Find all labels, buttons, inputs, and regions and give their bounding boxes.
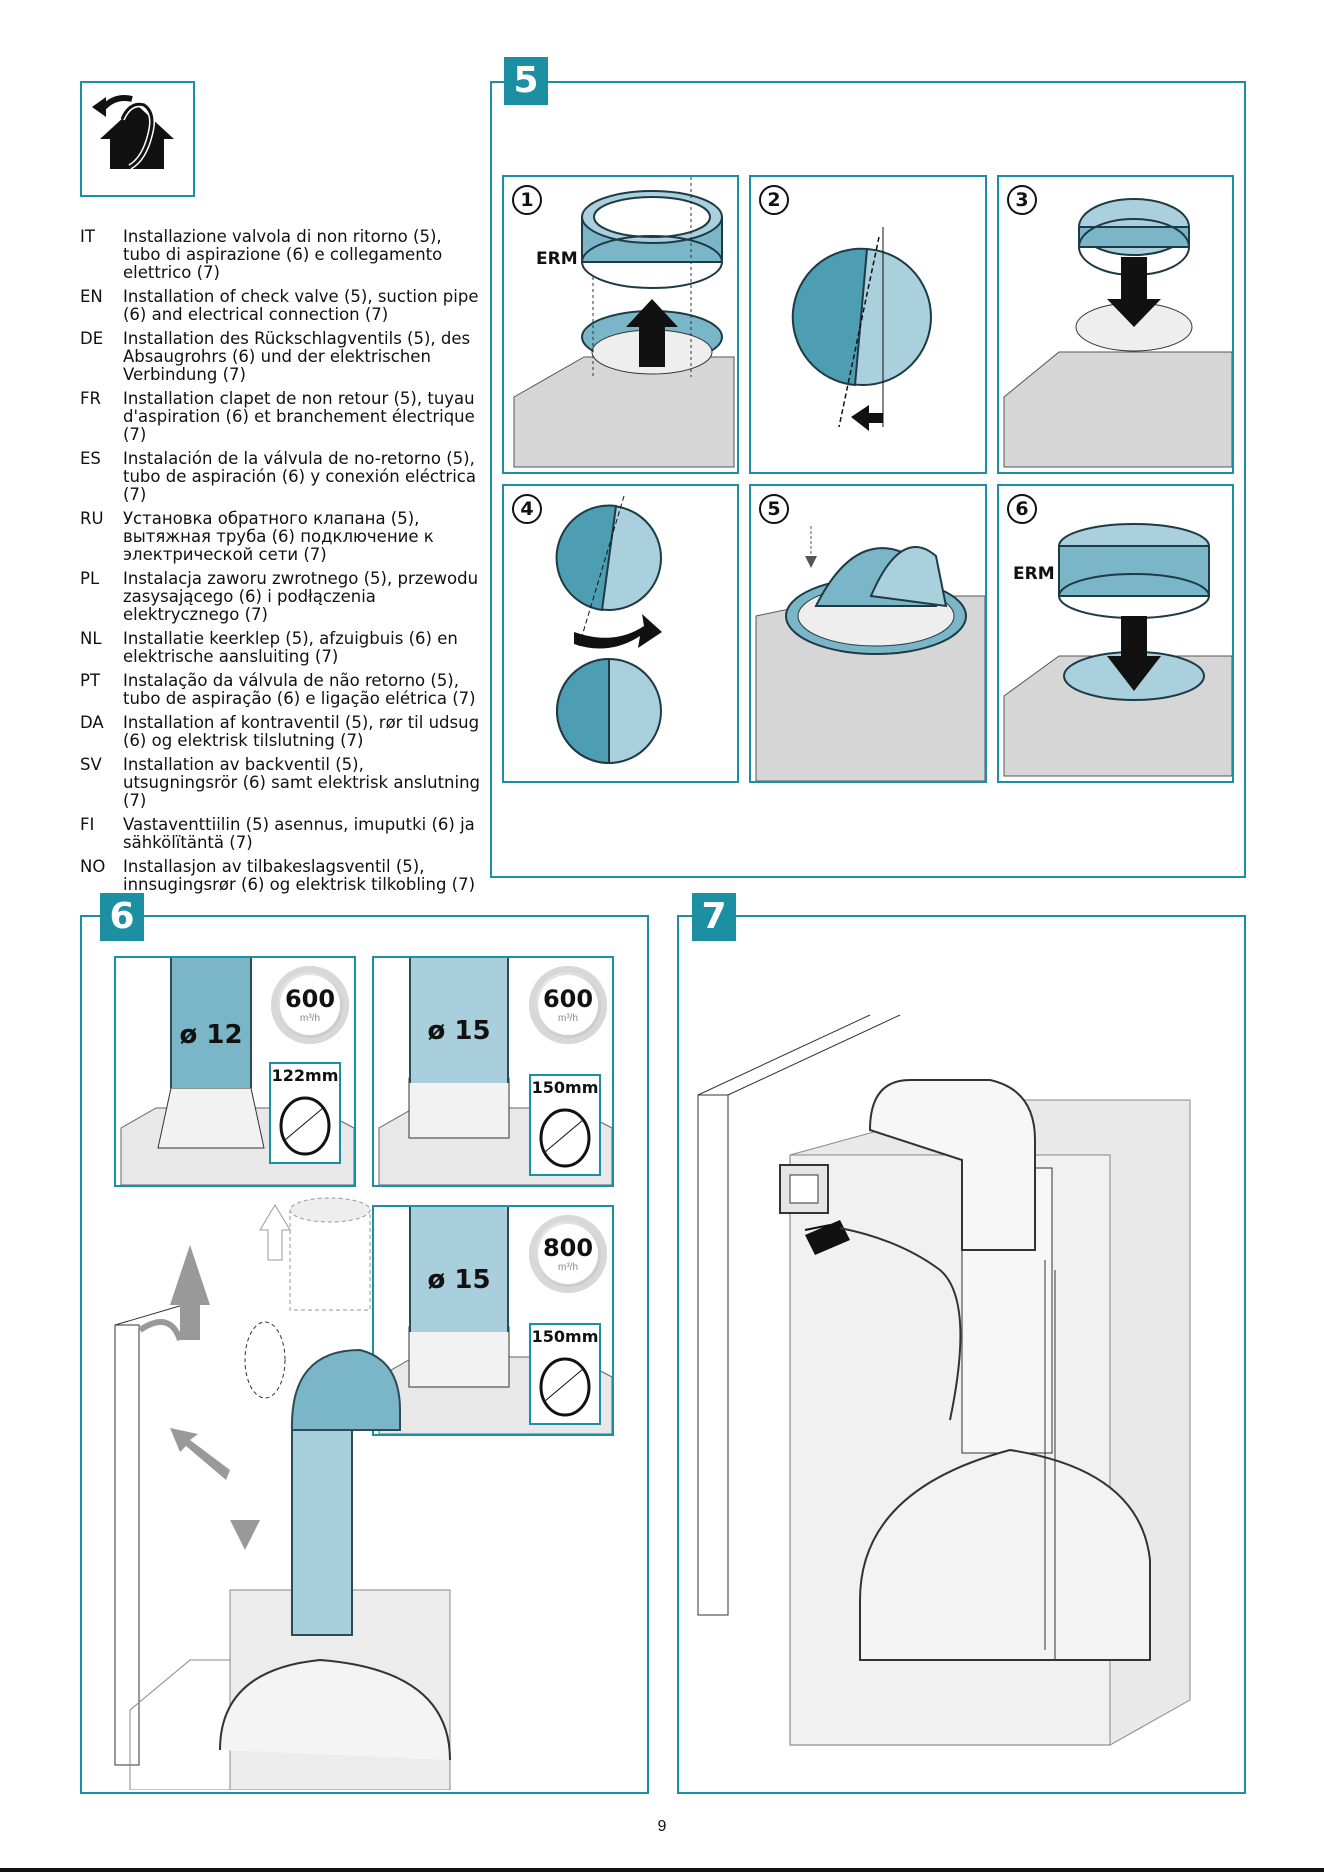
step-number: 2 — [759, 185, 789, 215]
airflow-value: 800 — [542, 1234, 594, 1262]
diameter-box: 150mm — [529, 1323, 601, 1425]
diameter-label: 150mm — [531, 1327, 599, 1346]
footer-rule — [0, 1868, 1324, 1872]
language-row-en: EN Installation of check valve (5), sucti… — [80, 288, 480, 324]
language-code: IT — [80, 227, 95, 246]
check-valve-install-drawing — [513, 177, 735, 468]
diameter-box: 150mm — [529, 1074, 601, 1176]
language-text: Installation of check valve (5), suction… — [123, 287, 479, 324]
language-text: Installation av backventil (5), utsugnin… — [123, 755, 481, 810]
language-text: Instalación de la válvula de no-retorno … — [123, 449, 476, 504]
language-code: PL — [80, 569, 100, 588]
language-text: Installation clapet de non retour (5), t… — [123, 389, 475, 444]
diameter-label: 150mm — [531, 1078, 599, 1097]
language-code: SV — [80, 755, 102, 774]
step-panel-4: 4 — [502, 484, 739, 783]
step-number: 5 — [759, 494, 789, 524]
pipe-diameter-label: ø 12 — [179, 1020, 243, 1050]
section-5-frame — [490, 81, 1246, 878]
ring-icon — [539, 1357, 591, 1417]
airflow-value: 600 — [284, 985, 336, 1013]
language-row-pt: PT Instalação da válvula de não retorno (… — [80, 672, 480, 708]
hood-duct-installation-drawing — [114, 1197, 451, 1790]
step-number: 6 — [1007, 494, 1037, 524]
step-panel-5: 5 — [749, 484, 987, 783]
language-code: DA — [80, 713, 104, 732]
section-7-frame — [677, 915, 1246, 1794]
step-panel-6: 6 ERM — [997, 484, 1234, 783]
step-panel-1: 1 ERM — [502, 175, 739, 474]
step-number: 4 — [512, 494, 542, 524]
language-row-es: ES Instalación de la válvula de no-retorn… — [80, 450, 480, 504]
erm-label: ERM — [536, 249, 578, 269]
valve-flap-drawing — [791, 227, 932, 431]
language-text: Instalacja zaworu zwrotnego (5), przewod… — [123, 569, 479, 624]
duct-pipe: ø 15 — [409, 958, 509, 1083]
duct-pipe: ø 15 — [409, 1207, 509, 1332]
language-row-ru: RU Установка обратного клапана (5), вытяж… — [80, 510, 480, 564]
language-row-it: IT Installazione valvola di non ritorno (… — [80, 228, 480, 282]
duct-pipe: ø 12 — [170, 958, 252, 1088]
suction-ring-install-drawing — [1003, 523, 1232, 777]
page-number: 9 — [657, 1818, 667, 1835]
diameter-label: 122mm — [271, 1066, 339, 1085]
language-instructions: IT Installazione valvola di non ritorno (… — [80, 228, 480, 900]
step-panel-2: 2 — [749, 175, 987, 474]
airflow-unit: m³/h — [558, 1013, 578, 1024]
language-text: Installazione valvola di non ritorno (5)… — [123, 227, 443, 282]
airflow-unit: m³/h — [300, 1013, 320, 1024]
language-text: Instalação da válvula de não retorno (5)… — [123, 671, 476, 708]
language-row-de: DE Installation des Rückschlagventils (5)… — [80, 330, 480, 384]
valve-screw-drawing — [755, 526, 985, 781]
section-7-badge: 7 — [692, 893, 736, 941]
language-code: ES — [80, 449, 101, 468]
pipe-diameter-label: ø 15 — [427, 1016, 491, 1046]
step-number: 3 — [1007, 185, 1037, 215]
language-row-fi: FI Vastaventtiilin (5) asennus, imuputki … — [80, 816, 480, 852]
ring-icon — [539, 1108, 591, 1168]
language-row-pl: PL Instalacja zaworu zwrotnego (5), przew… — [80, 570, 480, 624]
pipe-diameter-label: ø 15 — [427, 1265, 491, 1295]
language-text: Установка обратного клапана (5), вытяжна… — [123, 509, 434, 564]
language-text: Installation af kontraventil (5), rør ti… — [123, 713, 480, 750]
airflow-unit: m³/h — [558, 1262, 578, 1273]
language-text: Installation des Rückschlagventils (5), … — [123, 329, 471, 384]
house-icon-box — [80, 81, 195, 197]
language-row-nl: NL Installatie keerklep (5), afzuigbuis (… — [80, 630, 480, 666]
section-6-frame — [80, 915, 649, 1794]
valve-rotate-drawing — [555, 495, 662, 765]
language-code: EN — [80, 287, 103, 306]
ring-icon — [279, 1096, 331, 1156]
language-code: NO — [80, 857, 106, 876]
electrical-connection-drawing — [697, 1014, 1191, 1746]
diameter-box: 122mm — [269, 1062, 341, 1164]
valve-insert-drawing — [1003, 198, 1232, 468]
language-row-da: DA Installation af kontraventil (5), rør … — [80, 714, 480, 750]
step-panel-3: 3 — [997, 175, 1234, 474]
language-code: FR — [80, 389, 101, 408]
language-code: RU — [80, 509, 104, 528]
language-text: Installasjon av tilbakeslagsventil (5), … — [123, 857, 476, 894]
language-text: Vastaventtiilin (5) asennus, imuputki (6… — [123, 815, 475, 852]
language-code: PT — [80, 671, 101, 690]
section-5-badge: 5 — [504, 57, 548, 105]
language-row-fr: FR Installation clapet de non retour (5),… — [80, 390, 480, 444]
house-ventilation-icon — [92, 95, 174, 170]
step-number: 1 — [512, 185, 542, 215]
airflow-value: 600 — [542, 985, 594, 1013]
language-code: FI — [80, 815, 95, 834]
language-row-sv: SV Installation av backventil (5), utsugn… — [80, 756, 480, 810]
section-6-badge: 6 — [100, 893, 144, 941]
language-code: DE — [80, 329, 104, 348]
language-row-no: NO Installasjon av tilbakeslagsventil (5)… — [80, 858, 480, 894]
erm-label: ERM — [1013, 564, 1055, 584]
language-code: NL — [80, 629, 102, 648]
language-text: Installatie keerklep (5), afzuigbuis (6)… — [123, 629, 458, 666]
